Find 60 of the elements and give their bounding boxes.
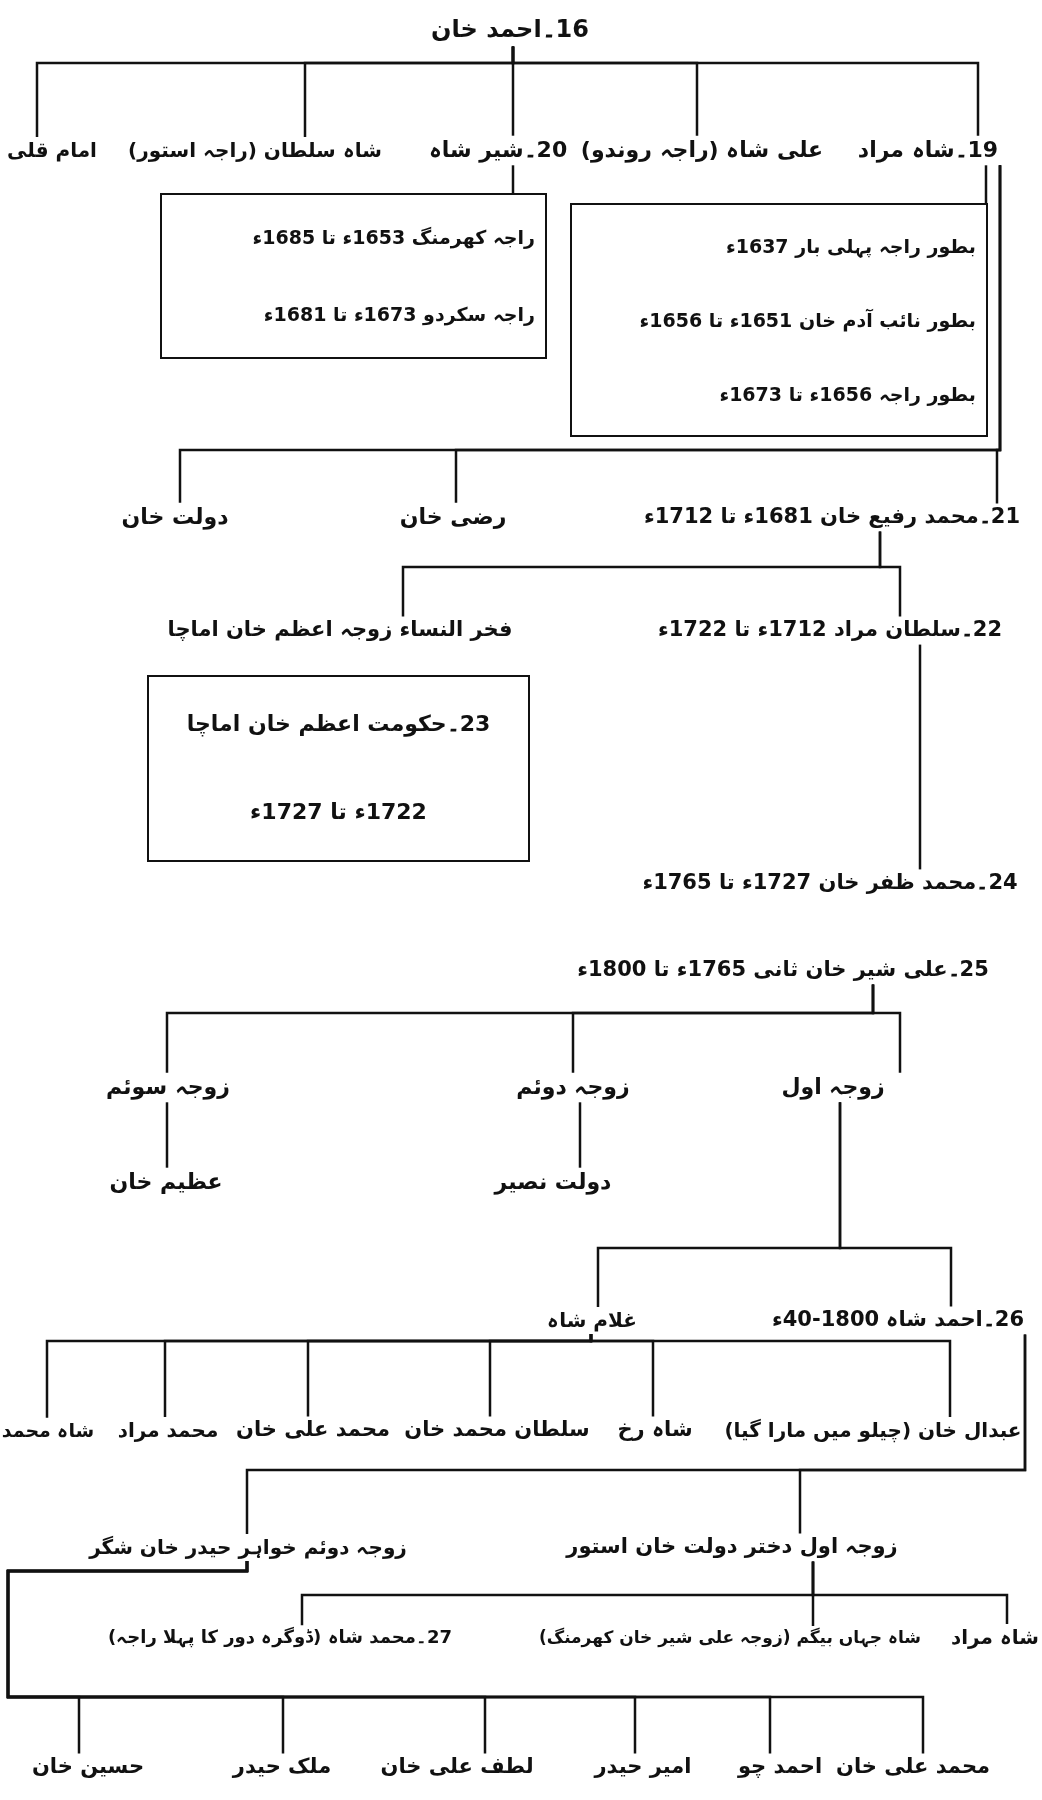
person-name: شاہ محمد — [1, 1417, 95, 1443]
reign-text: بطور راجہ پہلی بار 1637ء — [724, 233, 976, 259]
person-name: شاہ مراد — [950, 1624, 1040, 1650]
family-line — [596, 1102, 842, 1307]
reign-text: بطور راجہ 1656ء تا 1673ء — [718, 381, 976, 407]
person-name: شاہ جہاں بیگم (زوجہ علی شیر خان کھرمنگ) — [539, 1625, 921, 1649]
person-name: شاہ رخ — [617, 1416, 693, 1444]
person-name: عبدال خان (چیلو میں مارا گیا) — [724, 1417, 1022, 1443]
person-name: علی شاہ (راجہ روندو) — [580, 135, 824, 165]
reign-text: راجہ سکردو 1673ء تا 1681ء — [262, 302, 535, 327]
person-name: 22۔سلطان مراد 1712ء تا 1722ء — [657, 616, 1003, 644]
family-line — [165, 1102, 169, 1168]
reign-text: راجہ کھرمنگ 1653ء تا 1685ء — [251, 225, 535, 250]
person-name: محمد مراد — [117, 1417, 219, 1443]
person-name: زوجہ دوئم خواہر حیدر خان شگر — [89, 1534, 407, 1560]
person-name: فخر النساء زوجہ اعظم خان اماچا — [167, 616, 513, 644]
person-name: 25۔علی شیر خان ثانی 1765ء تا 1800ء — [577, 956, 989, 984]
person-name: رضی خان — [399, 502, 507, 532]
reign-text: 23۔حکومت اعظم خان اماچا — [186, 710, 491, 739]
person-name: دولت نصیر — [494, 1167, 612, 1197]
person-name: لطف علی خان — [380, 1753, 534, 1781]
family-line — [178, 165, 1002, 503]
person-name: 21۔محمد رفیع خان 1681ء تا 1712ء — [644, 503, 1020, 531]
family-line — [401, 531, 882, 617]
person-name: 24۔محمد ظفر خان 1727ء تا 1765ء — [642, 869, 1018, 897]
family-line — [918, 644, 922, 870]
person-name: 26۔احمد شاہ 1800-40ء — [771, 1306, 1025, 1334]
family-line — [245, 1334, 1027, 1534]
person-name: دولت خان — [121, 502, 229, 532]
family-line — [578, 1102, 582, 1168]
person-name: ملک حیدر — [232, 1753, 332, 1781]
family-line — [984, 165, 988, 203]
person-name: زوجہ اول دختر دولت خان استور — [566, 1533, 898, 1561]
family-line — [300, 1561, 815, 1626]
person-name: 19۔شاہ مراد — [857, 135, 999, 165]
family-line — [165, 984, 875, 1073]
reign-text: بطور نائب آدم خان 1651ء تا 1656ء — [638, 307, 976, 333]
person-name: محمد علی خان — [835, 1753, 991, 1781]
reign-text: 1722ء تا 1727ء — [250, 797, 427, 826]
person-name: احمد چو — [737, 1753, 823, 1781]
family-line — [45, 1334, 593, 1418]
person-name: زوجہ دوئم — [516, 1072, 630, 1102]
person-name: عظیم خان — [109, 1167, 223, 1197]
person-name: 20۔شیر شاہ — [428, 135, 568, 165]
person-name: غلام شاہ — [547, 1307, 637, 1333]
person-name: شاہ سلطان (راجہ استور) — [128, 137, 382, 163]
family-line — [511, 165, 515, 193]
person-name: محمد علی خان — [235, 1416, 391, 1444]
person-name: زوجہ سوئم — [106, 1072, 230, 1102]
reign-box — [160, 193, 547, 359]
person-name: حسین خان — [31, 1753, 145, 1781]
person-name: 16۔احمد خان — [431, 14, 589, 46]
person-name: امیر حیدر — [594, 1753, 692, 1781]
reign-box — [147, 675, 530, 862]
reign-box — [570, 203, 988, 437]
person-name: 27۔محمد شاہ (ڈوگرہ دور کا پہلا راجہ) — [108, 1625, 452, 1649]
person-name: زوجہ اول — [781, 1072, 885, 1102]
person-name: امام قلی — [7, 137, 97, 163]
person-name: سلطان محمد خان — [404, 1416, 590, 1444]
family-line — [35, 46, 515, 137]
